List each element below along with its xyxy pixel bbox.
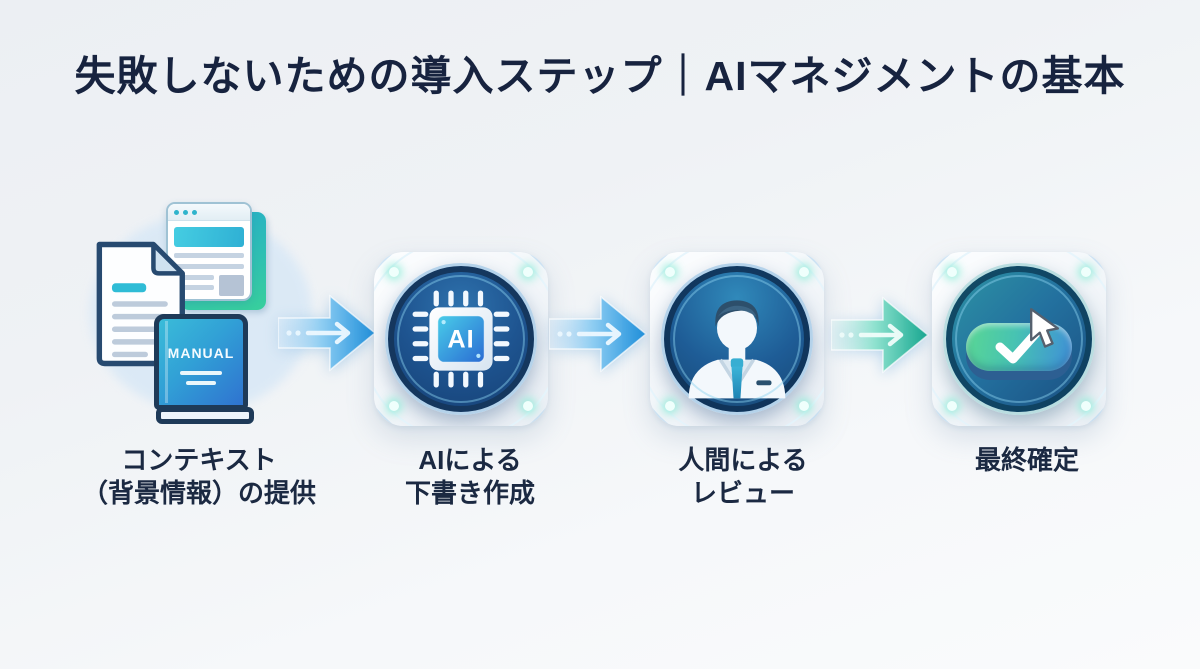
browser-window-icon	[166, 202, 252, 301]
confirm-pill-button	[966, 323, 1072, 380]
banner-block	[174, 227, 244, 247]
book-title-text: MANUAL	[167, 345, 235, 361]
glow-dot-icon	[799, 267, 809, 277]
glow-dot-icon	[665, 267, 675, 277]
manual-book-icon: MANUAL	[154, 314, 254, 424]
confirm-check-cursor-icon	[943, 263, 1095, 415]
text-line	[174, 264, 244, 269]
glow-dot-icon	[665, 401, 675, 411]
window-dot-icon	[174, 209, 179, 215]
step-label-line: コンテキスト	[121, 445, 277, 475]
browser-content	[168, 221, 250, 299]
glow-dot-icon	[947, 267, 957, 277]
page-title: 失敗しないための導入ステップ｜AIマネジメントの基本	[74, 53, 1126, 99]
image-placeholder-block	[219, 275, 244, 296]
step-label-line: 人間による	[678, 445, 808, 475]
text-line	[174, 253, 244, 258]
mouse-cursor-icon	[1030, 308, 1060, 348]
browser-titlebar	[168, 204, 250, 221]
text-line	[174, 285, 214, 290]
glow-dot-icon	[947, 401, 957, 411]
glow-dot-icon	[389, 401, 399, 411]
step-label-line: （背景情報）の提供	[81, 478, 316, 508]
content-row	[174, 275, 244, 296]
ai-chip-label: AI	[447, 325, 474, 353]
step-4-label: 最終確定	[927, 444, 1127, 477]
flow-arrow-right-icon	[831, 290, 931, 380]
step-label-line: レビュー	[690, 478, 795, 508]
step-3-review-tile	[650, 252, 824, 426]
ai-chip-icon: AI	[385, 263, 537, 415]
glow-dot-icon	[389, 267, 399, 277]
flow-arrow-right-icon	[278, 288, 378, 378]
step-2-ai-tile: AI	[374, 252, 548, 426]
glow-dot-icon	[523, 401, 533, 411]
human-reviewer-icon	[661, 263, 813, 415]
step-1-context-group: MANUAL	[80, 192, 340, 430]
window-dot-icon	[192, 209, 197, 215]
window-dot-icon	[183, 209, 188, 215]
glow-dot-icon	[1081, 401, 1091, 411]
flow-arrow-right-icon	[549, 289, 649, 379]
glow-dot-icon	[523, 267, 533, 277]
glow-dot-icon	[799, 401, 809, 411]
step-label-line: AIによる	[418, 445, 522, 475]
step-4-finalize-tile	[932, 252, 1106, 426]
book-rule-line	[180, 371, 222, 375]
step-2-label: AIによる 下書き作成	[375, 444, 565, 510]
step-1-label: コンテキスト （背景情報）の提供	[38, 444, 360, 510]
checkmark-icon	[995, 326, 1043, 364]
book-cover: MANUAL	[154, 314, 248, 410]
text-line	[174, 275, 214, 280]
glow-dot-icon	[1081, 267, 1091, 277]
book-rule-line	[186, 381, 216, 385]
book-pages	[156, 407, 254, 424]
step-label-line: 下書き作成	[404, 478, 535, 508]
step-label-line: 最終確定	[974, 445, 1079, 475]
step-3-label: 人間による レビュー	[648, 444, 838, 510]
